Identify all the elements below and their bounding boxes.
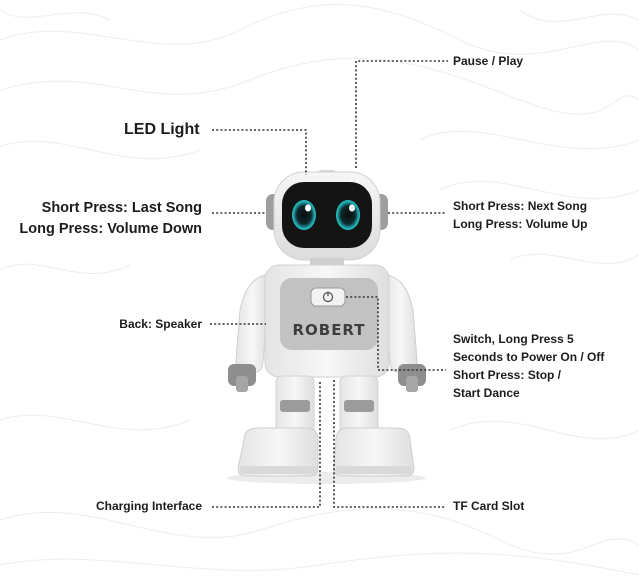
label-left-ear-line2: Long Press: Volume Down	[19, 221, 202, 237]
label-switch: Switch, Long Press 5 Seconds to Power On…	[453, 330, 604, 402]
robot-illustration: ROBERT	[226, 170, 426, 484]
right-foot	[333, 427, 415, 477]
leader-pause-play	[355, 60, 448, 168]
label-switch-line2: Seconds to Power On / Off	[453, 350, 605, 364]
label-switch-line3: Short Press: Stop /	[453, 368, 562, 382]
switch-button	[310, 287, 346, 307]
label-back-speaker: Back: Speaker	[119, 317, 202, 331]
right-eye	[336, 200, 360, 230]
label-right-ear-line1: Short Press: Next Song	[453, 199, 588, 213]
label-tf-card-slot: TF Card Slot	[453, 499, 525, 513]
label-switch-line1: Switch, Long Press 5	[453, 332, 574, 346]
background-contours	[0, 4, 639, 576]
chest-logo: ROBERT	[292, 321, 365, 339]
face-screen	[282, 182, 372, 248]
leader-led-light	[212, 129, 307, 175]
leader-switch	[346, 296, 446, 371]
left-hand	[228, 364, 256, 386]
chest-panel	[280, 278, 378, 350]
left-foot	[237, 427, 319, 477]
left-eye	[292, 200, 316, 230]
label-left-ear: Short Press: Last Song Long Press: Volum…	[19, 198, 202, 240]
label-charging-interface: Charging Interface	[95, 499, 202, 513]
leader-lines	[210, 60, 448, 508]
leader-tf-card	[333, 380, 446, 508]
label-left-ear-line1: Short Press: Last Song	[41, 200, 202, 216]
label-led-light: LED Light	[124, 121, 200, 138]
label-pause-play: Pause / Play	[453, 54, 524, 68]
label-switch-line4: Start Dance	[453, 386, 520, 400]
label-right-ear-line2: Long Press: Volume Up	[453, 217, 588, 231]
right-arm	[384, 274, 418, 373]
label-right-ear: Short Press: Next Song Long Press: Volum…	[453, 197, 587, 233]
